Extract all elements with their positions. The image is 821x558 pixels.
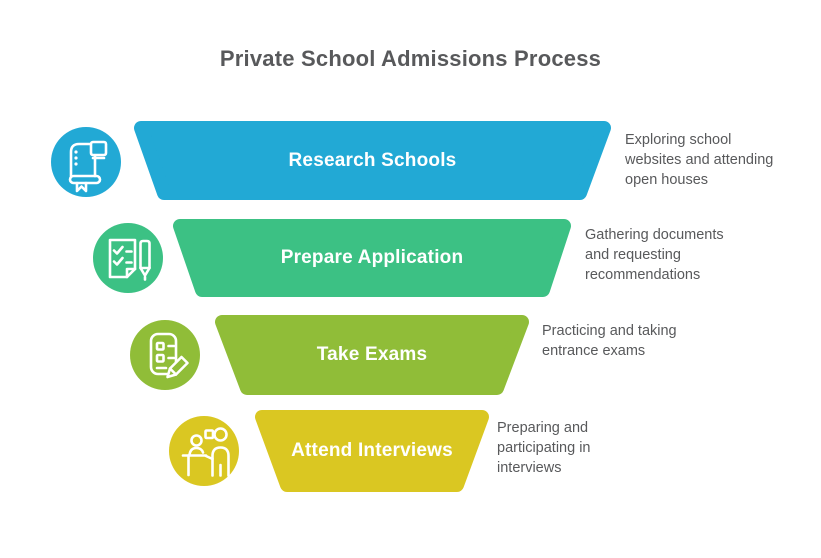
funnel-stage-take-exams-description: Practicing and taking entrance exams [542, 323, 677, 359]
funnel-stage-prepare-application [173, 219, 571, 297]
funnel-stage-shape [215, 315, 529, 395]
book-icon [51, 127, 121, 197]
funnel-stage-shape [255, 410, 489, 492]
funnel-stage-research-schools-description: Exploring school websites and attending … [625, 132, 774, 188]
interview-people-icon [169, 416, 239, 486]
funnel-stage-research-schools-label: Research Schools [288, 149, 457, 171]
funnel-stage-take-exams-label: Take Exams [316, 344, 428, 365]
funnel-stage-research-schools [134, 121, 611, 200]
funnel-stage-prepare-application-description: Gathering documents and requesting recom… [585, 227, 724, 283]
funnel-stage-shape [134, 121, 611, 200]
funnel-stage-attend-interviews-description: Preparing and participating in interview… [497, 420, 591, 476]
exam-pencil-icon [130, 320, 200, 390]
funnel-stage-take-exams [215, 315, 529, 395]
icon-circle [130, 320, 200, 390]
funnel-stage-shape [173, 219, 571, 297]
icon-circle [93, 223, 163, 293]
funnel-stage-prepare-application-label: Prepare Application [280, 247, 464, 268]
funnel-stage-attend-interviews [255, 410, 489, 492]
checklist-pen-icon [93, 223, 163, 293]
funnel-stage-attend-interviews-label: Attend Interviews [291, 440, 453, 461]
page-title: Private School Admissions Process [219, 46, 602, 71]
